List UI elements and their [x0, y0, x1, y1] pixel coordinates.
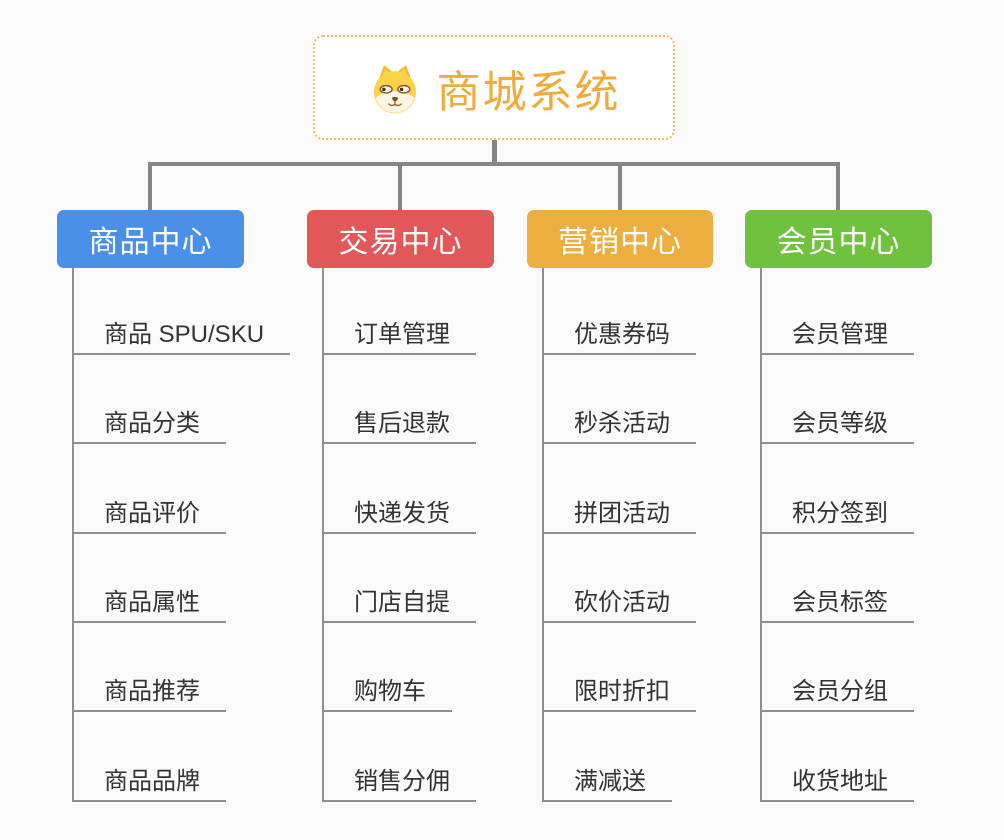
leaf-label: 门店自提 [354, 589, 450, 616]
leaf-node[interactable]: 会员等级 [760, 409, 914, 444]
leaf-node[interactable]: 满减送 [542, 767, 672, 802]
leaf-label: 拼团活动 [574, 500, 670, 527]
leaf-node[interactable]: 商品 SPU/SKU [72, 320, 291, 355]
leaf-node[interactable]: 门店自提 [322, 588, 476, 623]
leaf-node[interactable]: 销售分佣 [322, 767, 476, 802]
leaf-node[interactable]: 会员标签 [760, 588, 914, 623]
leaf-label: 快递发货 [354, 500, 450, 527]
connector-root-stub [492, 140, 497, 166]
connector-drop-marketing-center [618, 162, 622, 210]
leaf-node[interactable]: 商品品牌 [72, 767, 226, 802]
leaf-label: 秒杀活动 [574, 410, 670, 437]
leaf-node[interactable]: 购物车 [322, 677, 452, 712]
leaf-label: 收货地址 [792, 768, 888, 795]
branch-node-product-center[interactable]: 商品中心 [57, 210, 244, 268]
branch-spine-marketing-center [542, 268, 544, 802]
leaf-label: 商品品牌 [104, 768, 200, 795]
leaf-label: 会员管理 [792, 321, 888, 348]
leaf-node[interactable]: 商品推荐 [72, 677, 226, 712]
leaf-node[interactable]: 会员分组 [760, 677, 914, 712]
leaf-node[interactable]: 收货地址 [760, 767, 914, 802]
branch-label: 交易中心 [338, 226, 463, 259]
leaf-label: 商品属性 [104, 589, 200, 616]
branch-node-trade-center[interactable]: 交易中心 [307, 210, 494, 268]
leaf-label: 会员分组 [792, 678, 888, 705]
leaf-label: 商品 SPU/SKU [104, 321, 265, 348]
connector-drop-product-center [148, 162, 152, 210]
leaf-node[interactable]: 会员管理 [760, 320, 914, 355]
leaf-label: 满减送 [574, 768, 646, 795]
leaf-label: 售后退款 [354, 410, 450, 437]
leaf-node[interactable]: 积分签到 [760, 499, 914, 534]
leaf-node[interactable]: 限时折扣 [542, 677, 696, 712]
leaf-label: 会员等级 [792, 410, 888, 437]
leaf-label: 订单管理 [354, 321, 450, 348]
leaf-node[interactable]: 商品评价 [72, 499, 226, 534]
branch-label: 营销中心 [558, 226, 682, 259]
branch-node-member-center[interactable]: 会员中心 [745, 210, 932, 268]
leaf-node[interactable]: 商品属性 [72, 588, 226, 623]
leaf-node[interactable]: 拼团活动 [542, 499, 696, 534]
branch-spine-trade-center [322, 268, 324, 802]
leaf-node[interactable]: 售后退款 [322, 409, 476, 444]
leaf-label: 商品推荐 [104, 678, 200, 705]
leaf-node[interactable]: 秒杀活动 [542, 409, 696, 444]
leaf-label: 限时折扣 [574, 678, 670, 705]
root-title: 商城系统 [436, 67, 621, 117]
leaf-node[interactable]: 商品分类 [72, 409, 226, 444]
leaf-node[interactable]: 优惠券码 [542, 320, 696, 355]
leaf-label: 积分签到 [792, 500, 888, 527]
branch-node-marketing-center[interactable]: 营销中心 [527, 210, 713, 268]
leaf-label: 购物车 [354, 678, 426, 705]
leaf-label: 砍价活动 [574, 589, 670, 616]
connector-drop-trade-center [398, 162, 402, 210]
connector-bus [148, 162, 840, 166]
leaf-label: 优惠券码 [574, 321, 670, 348]
branch-spine-product-center [72, 268, 74, 802]
leaf-label: 销售分佣 [354, 768, 450, 795]
connector-drop-member-center [836, 162, 840, 210]
leaf-node[interactable]: 快递发货 [322, 499, 476, 534]
shiba-dog-face-icon [368, 61, 422, 115]
branch-spine-member-center [760, 268, 762, 802]
branch-label: 会员中心 [776, 226, 901, 259]
leaf-label: 商品评价 [104, 500, 200, 527]
leaf-label: 会员标签 [792, 589, 888, 616]
branch-label: 商品中心 [88, 226, 213, 259]
root-node[interactable]: 商城系统 [313, 35, 675, 140]
leaf-node[interactable]: 订单管理 [322, 320, 476, 355]
leaf-node[interactable]: 砍价活动 [542, 588, 696, 623]
leaf-label: 商品分类 [104, 410, 200, 437]
